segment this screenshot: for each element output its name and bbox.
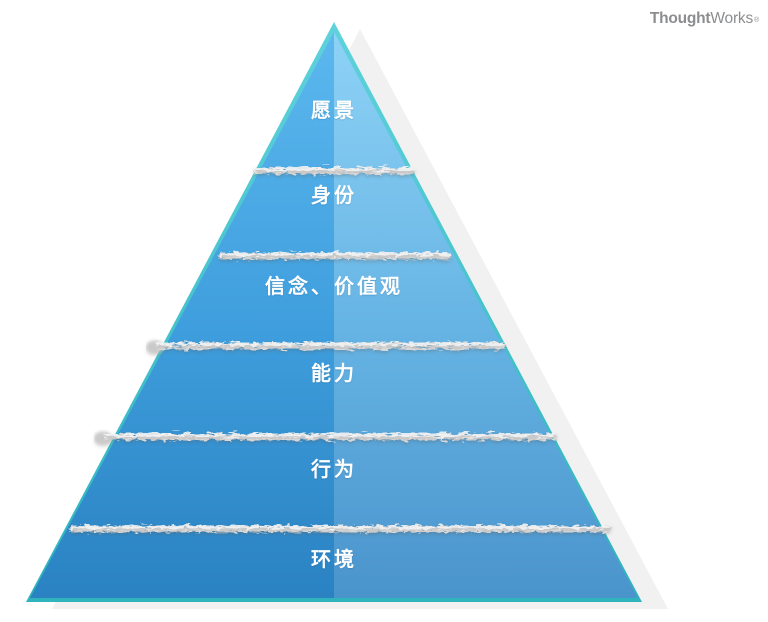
divider-chalk-line	[94, 431, 556, 445]
pyramid-level-label-2: 信念、价值观	[265, 276, 403, 298]
divider-chalk-line	[219, 252, 451, 259]
divider-chalk-line	[146, 340, 504, 354]
pyramid-level-label-0: 愿景	[311, 100, 357, 122]
pyramid-level-label-4: 行为	[311, 459, 357, 481]
pyramid-level-label-1: 身份	[311, 185, 357, 207]
thoughtworks-logo: ThoughtWorks®	[649, 10, 759, 28]
pyramid-level-label-5: 环境	[311, 549, 357, 571]
divider-chalk-line	[254, 167, 414, 174]
logo-text-bold: Thought	[649, 10, 711, 27]
registered-mark-icon: ®	[754, 17, 759, 24]
logo-text-regular: Works	[710, 10, 754, 27]
divider-chalk-line	[70, 525, 610, 532]
pyramid-level-label-3: 能力	[311, 363, 357, 385]
